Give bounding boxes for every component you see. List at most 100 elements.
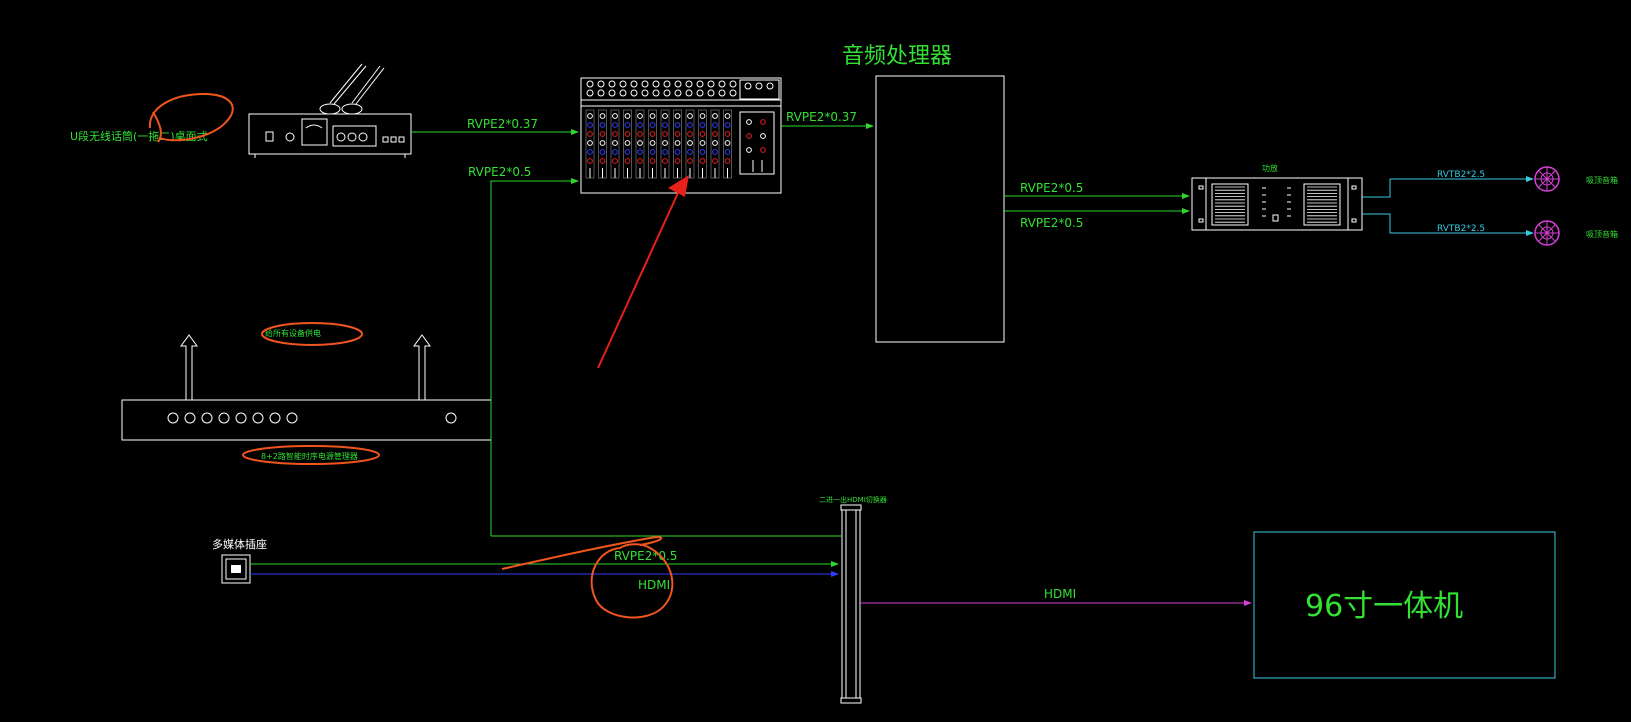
mixer-channel-strip bbox=[673, 109, 682, 179]
wire-socket-hdmi-label: HDMI bbox=[638, 578, 670, 592]
mixer-channel-knob bbox=[662, 131, 668, 137]
mixer-knob bbox=[718, 80, 726, 88]
mixer-knob bbox=[685, 80, 693, 88]
mixer-channel-knob bbox=[712, 158, 718, 164]
mixer-channel-knob bbox=[624, 158, 631, 164]
wire-amp-speaker-2-label: RVTB2*2.5 bbox=[1437, 224, 1485, 234]
display-label: 96寸一体机 bbox=[1305, 589, 1463, 624]
sequencer-knob bbox=[252, 412, 264, 424]
mixer-channel-knob bbox=[637, 149, 643, 155]
mixer-knob bbox=[586, 89, 594, 97]
mixer-channel-knob bbox=[612, 158, 618, 164]
mixer-knob bbox=[696, 89, 704, 97]
mixer-channel-knob bbox=[724, 149, 731, 155]
mixer-knob bbox=[674, 80, 682, 88]
mixer-channel-strip bbox=[648, 109, 657, 179]
mixer-channel-knob bbox=[649, 113, 656, 119]
mixer-knob bbox=[696, 80, 704, 88]
wireless-mic-label: U段无线话筒(一拖二)桌面式 bbox=[70, 129, 208, 143]
mixer-channel-knob bbox=[674, 140, 681, 146]
mixer-master-knob bbox=[760, 147, 766, 153]
mixer-channel-strip bbox=[710, 109, 720, 179]
wire-processor-amp-1-label: RVPE2*0.5 bbox=[1020, 181, 1083, 195]
power-amplifier bbox=[1191, 177, 1363, 231]
mixer-channel-knob bbox=[649, 131, 656, 137]
mixer-knob bbox=[663, 80, 671, 88]
mixer-channel-knob bbox=[699, 140, 706, 146]
mixer-channel-knob bbox=[687, 113, 693, 119]
mixer-channel-knob bbox=[724, 158, 731, 164]
sequencer-knob bbox=[235, 412, 247, 424]
mixer-channel-knob bbox=[687, 149, 693, 155]
audio-processor bbox=[875, 75, 1005, 343]
mixer-channel-knob bbox=[687, 158, 693, 164]
mixer-channel-knob bbox=[724, 140, 731, 146]
mixer-channel-knob bbox=[649, 140, 656, 146]
sequencer-knob bbox=[269, 412, 281, 424]
mixer-knob bbox=[586, 80, 594, 88]
mixer-channel-knob bbox=[599, 131, 606, 137]
mixer-channel-knob bbox=[624, 122, 631, 128]
mixer-knob bbox=[755, 82, 763, 90]
mixer-channel-strip bbox=[585, 109, 595, 179]
mixer-master-knob bbox=[746, 147, 752, 153]
mixer-channel-knob bbox=[637, 122, 643, 128]
mixer-channel-knob bbox=[587, 140, 593, 146]
mixer-channel-knob bbox=[612, 140, 618, 146]
mixer-master-knob bbox=[746, 119, 752, 125]
mixer-channel-knob bbox=[724, 113, 731, 119]
mixer-knob bbox=[766, 82, 774, 90]
mixer-channel-knob bbox=[587, 149, 593, 155]
mixer-channel-knob bbox=[637, 131, 643, 137]
mixer-channel-strip bbox=[623, 109, 632, 179]
audio-mixer bbox=[580, 77, 782, 194]
annotation-ellipses bbox=[148, 92, 674, 619]
mixer-channel-knob bbox=[649, 122, 656, 128]
microphone-icon bbox=[319, 63, 385, 115]
mixer-knob bbox=[619, 80, 627, 88]
mixer-knob bbox=[630, 89, 638, 97]
mixer-channel-knob bbox=[699, 122, 706, 128]
sequencer-knob bbox=[167, 412, 179, 424]
mixer-channel-knob bbox=[612, 131, 618, 137]
mixer-channel-knob bbox=[662, 122, 668, 128]
mixer-channel-strip bbox=[635, 109, 645, 179]
mixer-knob bbox=[619, 89, 627, 97]
sequencer-knob bbox=[286, 412, 298, 424]
mixer-knob bbox=[729, 80, 737, 88]
mixer-channel-knob bbox=[599, 140, 606, 146]
mixer-channel-knob bbox=[699, 149, 706, 155]
display-96 bbox=[1253, 531, 1556, 679]
mixer-channel-knob bbox=[674, 113, 681, 119]
amplifier-label: 功放 bbox=[1262, 163, 1278, 173]
power-note-label: 给所有设备供电 bbox=[265, 328, 321, 338]
mixer-channel-knob bbox=[599, 122, 606, 128]
power-sequencer bbox=[121, 334, 492, 441]
mixer-knob bbox=[685, 89, 693, 97]
mixer-master-knob bbox=[760, 133, 766, 139]
mixer-channel-knob bbox=[674, 131, 681, 137]
power-sequencer-label: 8+2路智能时序电源管理器 bbox=[261, 451, 358, 461]
mixer-knob bbox=[674, 89, 682, 97]
mixer-channel-knob bbox=[624, 131, 631, 137]
wire-amp-speaker-1 bbox=[1362, 176, 1534, 198]
hdmi-switch-label: 二进一出HDMI切换器 bbox=[819, 495, 887, 504]
mixer-channel-knob bbox=[587, 158, 593, 164]
mixer-channel-knob bbox=[662, 140, 668, 146]
mixer-channel-knob bbox=[712, 140, 718, 146]
mixer-channel-knob bbox=[587, 113, 593, 119]
sequencer-knob bbox=[218, 412, 230, 424]
mixer-master-knob bbox=[746, 133, 752, 139]
mixer-knob bbox=[608, 89, 616, 97]
mixer-channel-knob bbox=[662, 158, 668, 164]
mixer-channel-strip bbox=[598, 109, 607, 179]
mixer-channel-knob bbox=[687, 140, 693, 146]
audio-processor-label: 音频处理器 bbox=[842, 44, 952, 69]
wire-amp-speaker-1-label: RVTB2*2.5 bbox=[1437, 170, 1485, 180]
mixer-knob bbox=[718, 89, 726, 97]
mixer-channel-strip bbox=[698, 109, 707, 179]
wireless-mic-receiver bbox=[248, 63, 412, 158]
wire-socket-audio-label: RVPE2*0.5 bbox=[614, 549, 677, 563]
mixer-channel-knob bbox=[599, 158, 606, 164]
